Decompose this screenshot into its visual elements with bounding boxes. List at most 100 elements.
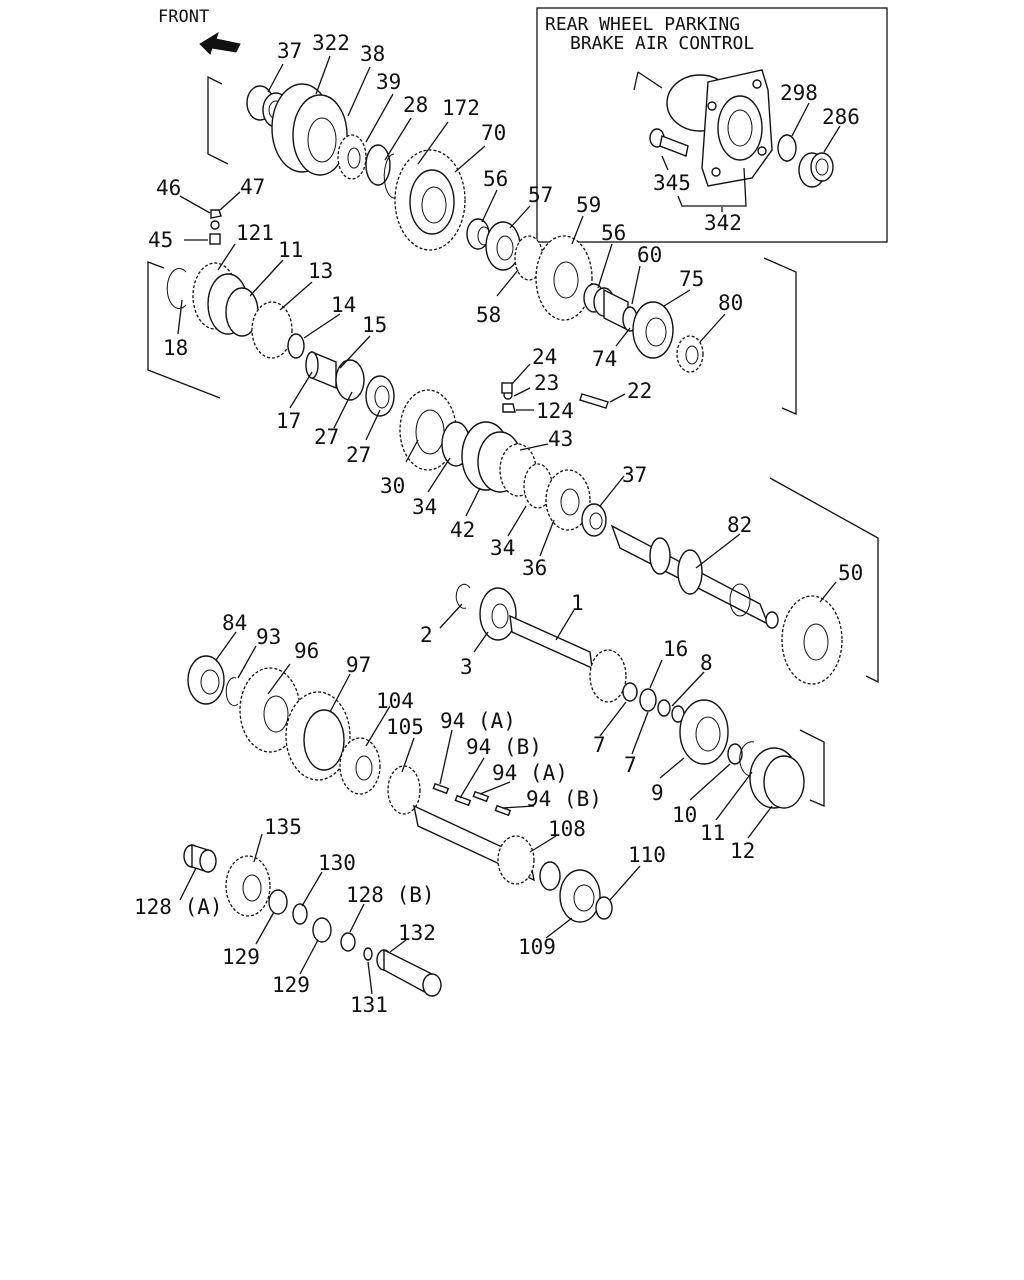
- callout-39: 39: [376, 70, 401, 94]
- inset-title-line1: REAR WHEEL PARKING: [545, 14, 740, 35]
- callout-17: 17: [276, 409, 301, 433]
- callout-7-b: 7: [624, 753, 637, 777]
- part-13-gear: [251, 301, 293, 359]
- callout-1: 1: [571, 591, 584, 615]
- part-110-ring: [595, 896, 613, 920]
- part-1-input-shaft: [509, 614, 627, 703]
- callout-27-b: 27: [346, 443, 371, 467]
- callout-131: 131: [350, 993, 388, 1017]
- part-298-ring: [777, 134, 797, 162]
- callout-94-a-1: 94 (A): [440, 709, 516, 733]
- part-14-bearing: [287, 333, 305, 359]
- part-128b-washer: [340, 932, 356, 952]
- callout-36: 36: [522, 556, 547, 580]
- part-10-ring: [727, 743, 743, 765]
- callout-8: 8: [700, 651, 713, 675]
- part-50-gear: [781, 595, 843, 685]
- part-345-bolt: [649, 128, 689, 157]
- detent-parts-left: 46 47 45: [148, 175, 265, 252]
- callout-37-mid: 37: [622, 463, 647, 487]
- part-135-gear: [225, 855, 271, 917]
- callout-34-a: 34: [412, 495, 437, 519]
- callout-16: 16: [663, 637, 688, 661]
- part-17-sleeve: [305, 350, 337, 390]
- part-97-gear: [285, 691, 351, 781]
- callout-93: 93: [256, 625, 281, 649]
- callout-322: 322: [312, 31, 350, 55]
- callout-96: 96: [294, 639, 319, 663]
- callout-121: 121: [236, 221, 274, 245]
- part-94-keys: [432, 782, 512, 817]
- part-105-gear: [387, 765, 421, 815]
- callout-286: 286: [822, 105, 860, 129]
- callout-45: 45: [148, 228, 173, 252]
- part-11-12-cover: [739, 741, 805, 809]
- front-indicator: FRONT: [158, 7, 241, 55]
- part-80-nut: [676, 335, 704, 373]
- callout-128-a: 128 (A): [134, 895, 223, 919]
- part-75-bearing: [632, 301, 674, 359]
- part-39-ring: [365, 144, 391, 186]
- callout-22: 22: [627, 379, 652, 403]
- callout-74: 74: [592, 347, 617, 371]
- callout-15: 15: [362, 313, 387, 337]
- callout-128-b: 128 (B): [346, 883, 435, 907]
- callout-47: 47: [240, 175, 265, 199]
- part-7-16-8-small: [622, 682, 685, 723]
- part-36-gear: [545, 469, 591, 531]
- callout-14: 14: [331, 293, 356, 317]
- part-322-drum: [271, 83, 348, 176]
- callout-105: 105: [386, 715, 424, 739]
- callout-11-b: 11: [700, 821, 725, 845]
- part-172-70-gear: [394, 149, 466, 251]
- inset-box-parking-brake: REAR WHEEL PARKING BRAKE AIR CONTROL: [536, 7, 888, 243]
- detent-parts-center: [501, 363, 626, 413]
- callout-135: 135: [264, 815, 302, 839]
- part-129-bearing-b: [312, 917, 332, 943]
- callout-345: 345: [653, 171, 691, 195]
- part-60-collar: [603, 288, 638, 332]
- callout-46: 46: [156, 176, 181, 200]
- callout-129-a: 129: [222, 945, 260, 969]
- callout-84: 84: [222, 611, 247, 635]
- callout-82: 82: [727, 513, 752, 537]
- callout-9: 9: [651, 781, 664, 805]
- callout-298: 298: [780, 81, 818, 105]
- callout-2: 2: [420, 623, 433, 647]
- part-128a-bushing: [183, 844, 217, 873]
- callout-110: 110: [628, 843, 666, 867]
- part-93-ring: [225, 677, 239, 707]
- callout-43: 43: [548, 427, 573, 451]
- callout-37-top: 37: [277, 39, 302, 63]
- callout-24: 24: [532, 345, 557, 369]
- part-84-bearing: [187, 655, 225, 705]
- callout-172: 172: [442, 96, 480, 120]
- part-342-housing: [666, 69, 773, 187]
- part-3-bearing: [479, 587, 517, 641]
- part-96-gear: [239, 667, 301, 753]
- callout-18: 18: [163, 336, 188, 360]
- callout-130: 130: [318, 851, 356, 875]
- callout-11-a: 11: [278, 238, 303, 262]
- callout-27-a: 27: [314, 425, 339, 449]
- callout-12: 12: [730, 839, 755, 863]
- inset-title-line2: BRAKE AIR CONTROL: [570, 33, 754, 54]
- callout-94-b-1: 94 (B): [466, 735, 542, 759]
- part-59-gear: [535, 235, 593, 321]
- callout-7-a: 7: [593, 733, 606, 757]
- callout-124: 124: [536, 399, 574, 423]
- callout-104: 104: [376, 689, 414, 713]
- callout-108: 108: [548, 817, 586, 841]
- callout-94-a-2: 94 (A): [492, 761, 568, 785]
- callout-13: 13: [308, 259, 333, 283]
- callout-38: 38: [360, 42, 385, 66]
- callout-94-b-2: 94 (B): [526, 787, 602, 811]
- part-15-27-bearings: [335, 359, 395, 417]
- callout-58: 58: [476, 303, 501, 327]
- callout-34-b: 34: [490, 536, 515, 560]
- callout-50: 50: [838, 561, 863, 585]
- front-arrow-icon: [199, 31, 241, 55]
- part-82-mainshaft: [610, 524, 779, 629]
- callout-342: 342: [704, 211, 742, 235]
